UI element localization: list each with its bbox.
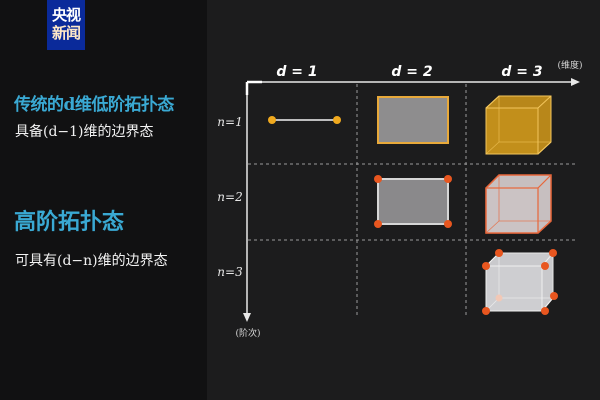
corner-dot (444, 220, 452, 228)
cctv-news-logo: 央视 新闻 (47, 0, 85, 50)
high-order-topology-title: 高阶拓扑态 (14, 209, 125, 235)
logo-line-2: 新闻 (51, 24, 81, 42)
corner-dot (495, 249, 503, 257)
logo-line-1: 央视 (51, 6, 81, 24)
row-label-n1: n=1 (217, 115, 242, 129)
x-axis-label: (维度) (557, 59, 582, 71)
high-order-topology-subtitle: 可具有(d−n)维的边界态 (15, 253, 168, 269)
left-panel (0, 0, 207, 400)
corner-dot (549, 249, 557, 257)
corner-dot (541, 307, 549, 315)
rectangle-edge-shape (377, 96, 449, 144)
y-axis-arrow-icon (243, 313, 251, 322)
rectangle-corners-shape (374, 175, 452, 228)
x-axis (247, 78, 580, 86)
y-axis-label: (阶次) (235, 327, 260, 339)
grid-lines (248, 84, 575, 316)
cube-corners-shape (482, 249, 558, 315)
row-label-n2: n=2 (217, 190, 242, 204)
column-label-d1: d = 1 (276, 64, 317, 80)
corner-dot (482, 262, 490, 270)
column-label-d2: d = 2 (391, 64, 432, 80)
row-label-n3: n=3 (217, 265, 243, 279)
endpoint-dot (333, 116, 341, 124)
cube-surface-shape (485, 95, 552, 155)
y-axis (243, 80, 262, 322)
corner-dot (374, 175, 382, 183)
x-axis-arrow-icon (571, 78, 580, 86)
cube-hinges-shape (485, 174, 552, 234)
corner-dot-hidden (495, 294, 503, 302)
low-order-topology-subtitle: 具备(d−1)维的边界态 (15, 124, 154, 140)
low-order-topology-title: 传统的d维低阶拓扑态 (14, 95, 174, 115)
column-label-d3: d = 3 (501, 64, 542, 80)
corner-dot (482, 307, 490, 315)
corner-dot (444, 175, 452, 183)
segment-endpoints-shape (268, 116, 341, 124)
corner-dot (374, 220, 382, 228)
corner-dot (541, 262, 549, 270)
endpoint-dot (268, 116, 276, 124)
corner-dot (550, 292, 558, 300)
